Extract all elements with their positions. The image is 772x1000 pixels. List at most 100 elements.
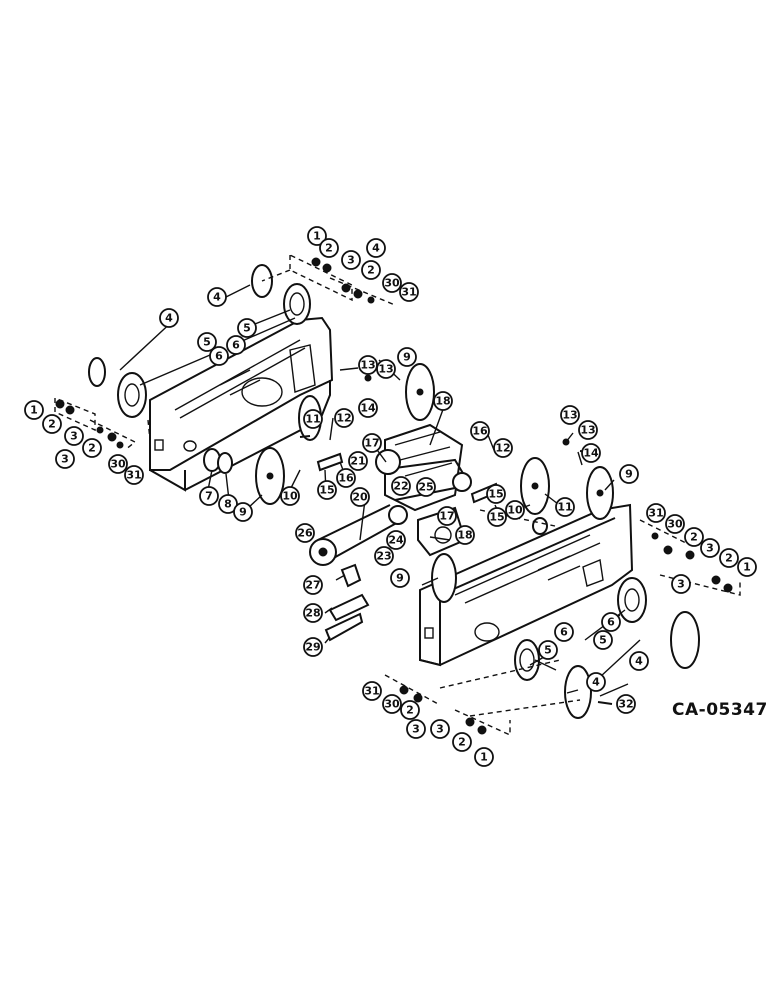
- bearings-gears: [117, 283, 647, 681]
- callout-label: 6: [560, 626, 568, 639]
- callout-25: 25: [416, 477, 436, 497]
- callout-label: 3: [706, 542, 714, 555]
- callout-label: 3: [677, 578, 685, 591]
- callout-15: 15: [486, 484, 506, 504]
- callout-label: 17: [439, 510, 454, 523]
- callout-label: 13: [580, 424, 595, 437]
- callout-28: 28: [303, 603, 323, 623]
- callout-12: 12: [493, 438, 513, 458]
- callout-label: 14: [583, 447, 599, 460]
- callout-label: 2: [367, 264, 375, 277]
- callout-5: 5: [237, 318, 257, 338]
- callout-label: 12: [495, 442, 510, 455]
- callout-20: 20: [350, 487, 370, 507]
- callout-31: 31: [646, 503, 666, 523]
- callout-label: 26: [297, 527, 313, 540]
- callout-17: 17: [362, 433, 382, 453]
- callout-2: 2: [42, 414, 62, 434]
- callout-2: 2: [82, 438, 102, 458]
- callout-2: 2: [400, 700, 420, 720]
- callout-17: 17: [437, 506, 457, 526]
- callout-label: 3: [61, 453, 69, 466]
- callout-label: 3: [436, 723, 444, 736]
- callout-label: 1: [743, 561, 751, 574]
- callout-label: 2: [88, 442, 96, 455]
- callout-16: 16: [470, 421, 490, 441]
- callout-1: 1: [307, 226, 327, 246]
- callout-22: 22: [391, 476, 411, 496]
- callout-label: 31: [401, 286, 416, 299]
- callout-label: 6: [215, 350, 223, 363]
- callout-6: 6: [601, 612, 621, 632]
- callout-11: 11: [555, 497, 575, 517]
- callout-label: 9: [403, 351, 411, 364]
- callout-30: 30: [382, 694, 402, 714]
- callout-label: 22: [393, 480, 408, 493]
- callout-12: 12: [334, 408, 354, 428]
- callout-label: 16: [472, 425, 488, 438]
- callout-label: 5: [243, 322, 251, 335]
- callout-27: 27: [303, 575, 323, 595]
- callout-label: 16: [338, 472, 354, 485]
- callout-label: 13: [360, 359, 375, 372]
- callout-4: 4: [629, 651, 649, 671]
- callout-label: 8: [224, 498, 232, 511]
- callout-24: 24: [386, 530, 406, 550]
- callout-label: 15: [319, 484, 334, 497]
- callout-label: 2: [406, 704, 414, 717]
- callout-label: 20: [352, 491, 368, 504]
- callout-30: 30: [665, 514, 685, 534]
- callout-label: 2: [458, 736, 466, 749]
- callout-label: 6: [232, 339, 240, 352]
- callout-3: 3: [700, 538, 720, 558]
- callout-6: 6: [226, 335, 246, 355]
- callout-label: 3: [70, 430, 78, 443]
- callout-label: 24: [388, 534, 404, 547]
- callout-30: 30: [382, 273, 402, 293]
- callout-label: 2: [725, 552, 733, 565]
- callout-15: 15: [317, 480, 337, 500]
- callout-label: 4: [165, 312, 173, 325]
- callout-13: 13: [376, 359, 396, 379]
- callout-23: 23: [374, 546, 394, 566]
- callout-label: 9: [625, 468, 633, 481]
- brackets: [324, 563, 370, 642]
- callout-26: 26: [295, 523, 315, 543]
- callout-label: 6: [607, 616, 615, 629]
- callout-label: 3: [347, 254, 355, 267]
- callout-9: 9: [233, 502, 253, 522]
- callout-label: 9: [239, 506, 247, 519]
- callout-7: 7: [199, 486, 219, 506]
- callout-label: 31: [648, 507, 663, 520]
- callout-9: 9: [619, 464, 639, 484]
- callout-label: 1: [313, 230, 321, 243]
- callout-3: 3: [430, 719, 450, 739]
- callout-1: 1: [737, 557, 757, 577]
- right-housing: [419, 503, 634, 667]
- pulleys-discs: [88, 264, 700, 719]
- callout-4: 4: [159, 308, 179, 328]
- callout-label: 21: [350, 455, 365, 468]
- callout-label: 30: [110, 458, 126, 471]
- callout-label: 9: [396, 572, 404, 585]
- callout-label: 23: [376, 550, 391, 563]
- callout-label: 5: [599, 634, 607, 647]
- callout-14: 14: [581, 443, 601, 463]
- callout-2: 2: [684, 527, 704, 547]
- callout-label: 14: [360, 402, 376, 415]
- callout-label: 30: [384, 698, 400, 711]
- callout-8: 8: [218, 494, 238, 514]
- callout-31: 31: [399, 282, 419, 302]
- gearbox-assembly: [309, 423, 472, 566]
- callout-label: 4: [592, 676, 600, 689]
- callout-label: 2: [325, 242, 333, 255]
- callout-label: 30: [384, 277, 400, 290]
- callout-4: 4: [366, 238, 386, 258]
- callout-label: 10: [282, 490, 298, 503]
- callout-6: 6: [209, 346, 229, 366]
- callout-label: 1: [480, 751, 488, 764]
- callout-label: 4: [635, 655, 643, 668]
- callout-13: 13: [578, 420, 598, 440]
- callout-30: 30: [108, 454, 128, 474]
- callout-label: 32: [618, 698, 633, 711]
